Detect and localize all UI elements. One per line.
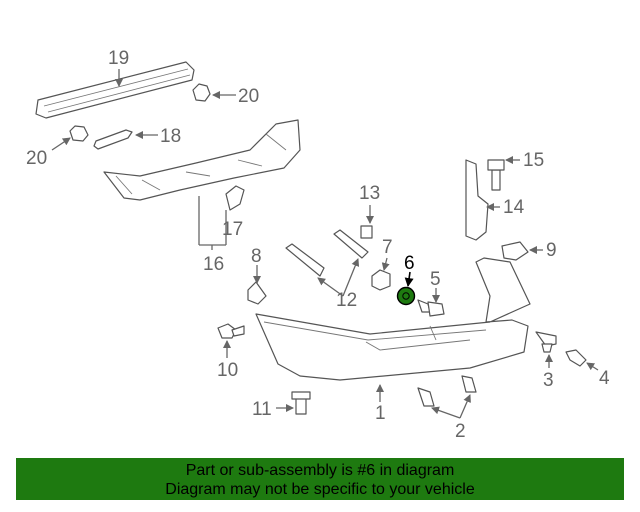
banner-line-1: Part or sub-assembly is #6 in diagram	[185, 462, 455, 479]
part-6-nut-highlighted	[396, 271, 416, 306]
part-5-fastener	[417, 288, 445, 317]
callout-9: 9	[546, 240, 557, 261]
callout-15: 15	[523, 150, 544, 171]
part-17-bracket	[225, 185, 245, 211]
callout-18: 18	[160, 126, 181, 147]
callout-20-right: 20	[238, 86, 259, 107]
callout-6-highlight: 6	[404, 253, 415, 274]
part-7-grommet	[371, 257, 391, 291]
part-20-cap-left	[51, 125, 89, 151]
callout-11: 11	[252, 399, 272, 420]
callout-14: 14	[503, 197, 525, 218]
part-15-bolt	[487, 156, 520, 191]
callout-19: 19	[108, 48, 129, 69]
part-9-clip	[501, 241, 543, 261]
callout-10: 10	[217, 360, 238, 381]
part-4-screw	[565, 349, 599, 371]
part-12-retainers	[285, 229, 369, 297]
part-19-reinforcement	[35, 61, 195, 119]
part-20-cap-right	[192, 83, 236, 102]
callout-20-left: 20	[26, 148, 47, 169]
callout-3: 3	[543, 370, 554, 391]
part-14-side-bracket	[465, 159, 500, 241]
part-10-plug	[217, 323, 245, 358]
part-8-bracket	[247, 265, 267, 305]
callout-7: 7	[382, 237, 393, 258]
callout-2: 2	[455, 421, 466, 442]
callout-16: 16	[203, 254, 224, 275]
part-18-rod	[93, 129, 158, 150]
callout-17: 17	[222, 219, 243, 240]
callout-13: 13	[359, 183, 380, 204]
part-16-absorber	[103, 119, 301, 250]
callout-8: 8	[251, 246, 262, 267]
part-1-bumper-cover	[255, 257, 531, 402]
callout-4: 4	[599, 368, 610, 389]
banner-line-2: Diagram may not be specific to your vehi…	[165, 481, 475, 498]
callout-1: 1	[375, 403, 386, 424]
info-banner: Part or sub-assembly is #6 in diagram Di…	[16, 458, 624, 500]
part-13-screw	[360, 205, 374, 239]
part-2-clips	[417, 375, 477, 419]
part-11-bolt	[276, 391, 311, 415]
callout-5: 5	[430, 269, 441, 290]
part-3-push-clip	[535, 331, 557, 368]
callout-12: 12	[336, 290, 357, 311]
